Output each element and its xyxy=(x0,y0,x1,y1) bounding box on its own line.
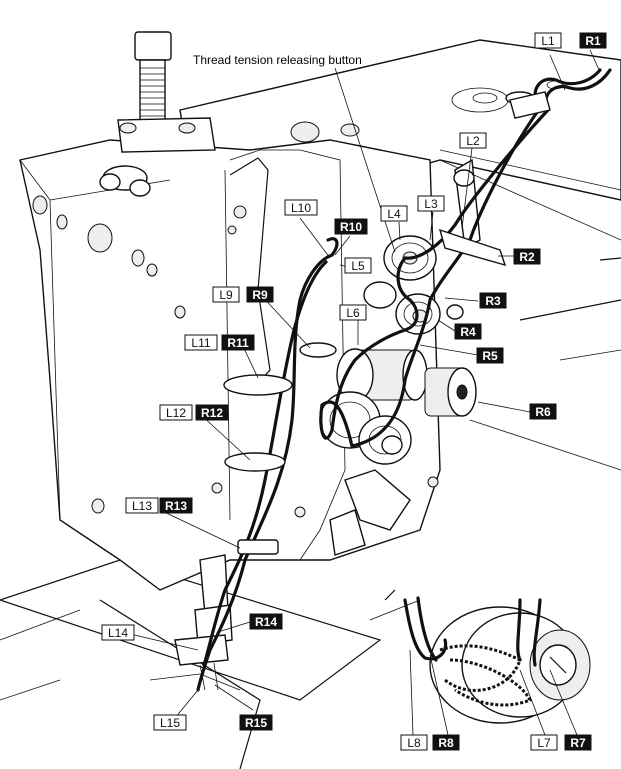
label-r5: R5 xyxy=(476,347,504,364)
label-l14: L14 xyxy=(101,624,135,641)
label-l6: L6 xyxy=(339,304,367,321)
label-r6: R6 xyxy=(529,403,557,420)
label-l5: L5 xyxy=(344,257,372,274)
label-text: L6 xyxy=(346,306,360,320)
label-text: L14 xyxy=(108,626,128,640)
label-r13: R13 xyxy=(159,497,193,514)
label-text: R12 xyxy=(201,406,223,420)
label-box xyxy=(195,404,229,421)
label-box xyxy=(479,292,507,309)
label-box xyxy=(159,497,193,514)
label-l1: L1 xyxy=(534,32,562,49)
label-text: R3 xyxy=(485,294,501,308)
label-box xyxy=(579,32,607,49)
label-text: R11 xyxy=(227,336,249,350)
label-l11: L11 xyxy=(184,334,218,351)
label-text: R1 xyxy=(585,34,601,48)
label-text: L2 xyxy=(466,134,480,148)
presser-adjust-screw xyxy=(99,31,360,197)
label-l3: L3 xyxy=(417,195,445,212)
label-text: R2 xyxy=(519,250,535,264)
inset-tension-detail xyxy=(384,589,591,724)
label-box xyxy=(284,199,318,216)
label-box xyxy=(339,304,367,321)
label-text: L11 xyxy=(191,336,210,350)
label-box xyxy=(534,32,562,49)
label-box xyxy=(564,734,592,751)
label-l9: L9 xyxy=(212,286,240,303)
label-text: R13 xyxy=(165,499,187,513)
label-r10: R10 xyxy=(334,218,368,235)
label-l4: L4 xyxy=(380,205,408,222)
label-box xyxy=(513,248,541,265)
label-text: L13 xyxy=(132,499,152,513)
label-r3: R3 xyxy=(479,292,507,309)
label-text: L10 xyxy=(291,201,311,215)
label-r8: R8 xyxy=(432,734,460,751)
label-box xyxy=(101,624,135,641)
label-box xyxy=(530,734,558,751)
label-text: L15 xyxy=(160,716,180,730)
label-box xyxy=(476,347,504,364)
label-l15: L15 xyxy=(153,714,187,731)
label-box xyxy=(334,218,368,235)
label-box xyxy=(529,403,557,420)
label-box xyxy=(417,195,445,212)
label-box xyxy=(239,714,273,731)
label-r12: R12 xyxy=(195,404,229,421)
label-r7: R7 xyxy=(564,734,592,751)
label-r9: R9 xyxy=(246,286,274,303)
label-text: R4 xyxy=(460,325,476,339)
label-text: R14 xyxy=(255,615,277,629)
label-box xyxy=(153,714,187,731)
label-r1: R1 xyxy=(579,32,607,49)
label-text: L3 xyxy=(424,197,438,211)
label-text: L12 xyxy=(166,406,186,420)
label-text: L8 xyxy=(407,736,421,750)
label-l7: L7 xyxy=(530,734,558,751)
label-text: R10 xyxy=(340,220,362,234)
label-text: L1 xyxy=(541,34,555,48)
label-box xyxy=(459,132,487,149)
label-box xyxy=(159,404,193,421)
label-r2: R2 xyxy=(513,248,541,265)
label-r14: R14 xyxy=(249,613,283,630)
label-l2: L2 xyxy=(459,132,487,149)
label-box xyxy=(432,734,460,751)
label-text: R7 xyxy=(570,736,586,750)
label-box xyxy=(212,286,240,303)
label-box xyxy=(246,286,274,303)
label-box xyxy=(221,334,255,351)
label-text: L7 xyxy=(537,736,551,750)
label-l10: L10 xyxy=(284,199,318,216)
label-text: L4 xyxy=(387,207,401,221)
label-text: R8 xyxy=(438,736,454,750)
label-text: L9 xyxy=(219,288,233,302)
label-box xyxy=(454,323,482,340)
label-box xyxy=(400,734,428,751)
label-text: R6 xyxy=(535,405,551,419)
label-box xyxy=(380,205,408,222)
label-box xyxy=(184,334,218,351)
label-box xyxy=(344,257,372,274)
tension-release-button-caption: Thread tension releasing button xyxy=(193,53,362,67)
label-l12: L12 xyxy=(159,404,193,421)
label-r11: R11 xyxy=(221,334,255,351)
label-text: R5 xyxy=(482,349,498,363)
label-box xyxy=(125,497,159,514)
label-r4: R4 xyxy=(454,323,482,340)
thread-guides xyxy=(223,91,551,555)
label-l13: L13 xyxy=(125,497,159,514)
label-box xyxy=(249,613,283,630)
label-text: L5 xyxy=(351,259,365,273)
label-r15: R15 xyxy=(239,714,273,731)
label-l8: L8 xyxy=(400,734,428,751)
label-text: R9 xyxy=(252,288,268,302)
label-text: R15 xyxy=(245,716,267,730)
